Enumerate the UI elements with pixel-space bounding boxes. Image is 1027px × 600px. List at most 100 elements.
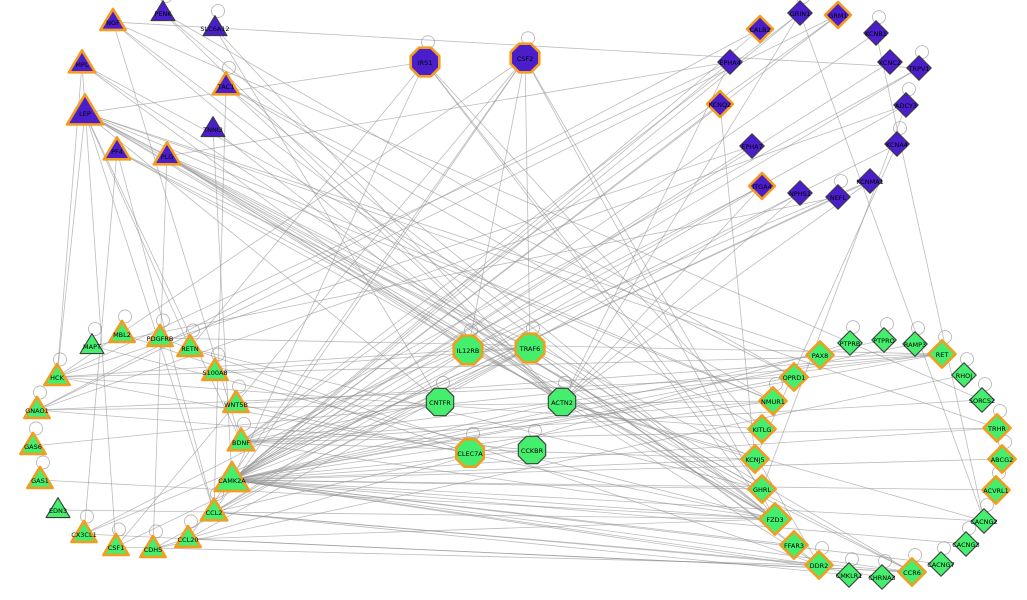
edge bbox=[57, 509, 776, 520]
edge bbox=[162, 12, 795, 378]
node-LEP[interactable] bbox=[65, 93, 105, 126]
node-KCNJ5[interactable] bbox=[740, 444, 770, 474]
node-CCL20[interactable] bbox=[174, 524, 202, 549]
node-HCK[interactable] bbox=[43, 362, 71, 387]
node-PDGFRB[interactable] bbox=[146, 323, 174, 348]
node-SLC6A12[interactable] bbox=[202, 15, 228, 37]
node-TAC1[interactable] bbox=[211, 71, 241, 96]
node-NEFL[interactable] bbox=[825, 184, 851, 210]
edge bbox=[213, 511, 850, 576]
node-label-GAS6: GAS6 bbox=[24, 443, 42, 451]
node-IRS1[interactable] bbox=[409, 46, 441, 78]
node-CACNG2[interactable] bbox=[971, 508, 997, 534]
edge bbox=[83, 185, 763, 535]
node-CDH5[interactable] bbox=[139, 534, 167, 559]
node-CX3CL1[interactable] bbox=[70, 519, 98, 544]
node-EDN3[interactable] bbox=[45, 497, 71, 519]
node-label-TAC1: TAC1 bbox=[217, 83, 234, 91]
node-CCKBR[interactable] bbox=[517, 435, 547, 465]
node-ITGA4[interactable] bbox=[747, 171, 777, 201]
node-TRHR[interactable] bbox=[982, 413, 1012, 443]
node-PENK[interactable] bbox=[150, 0, 176, 22]
node-RET[interactable] bbox=[927, 339, 957, 369]
node-FFAR3[interactable] bbox=[779, 530, 809, 560]
node-KCNC2[interactable] bbox=[877, 49, 903, 75]
edge bbox=[231, 343, 916, 481]
node-OPRD1[interactable] bbox=[779, 362, 809, 392]
node-PTPRO[interactable] bbox=[871, 327, 897, 353]
node-GRM1[interactable] bbox=[823, 0, 853, 30]
node-KITLG[interactable] bbox=[747, 414, 777, 444]
node-GNAO1[interactable] bbox=[23, 395, 51, 420]
node-KCNQ2[interactable] bbox=[705, 89, 735, 119]
node-ABCG2[interactable] bbox=[987, 444, 1017, 474]
node-CAMK2A[interactable] bbox=[213, 460, 251, 493]
node-SORCS2[interactable] bbox=[969, 387, 995, 413]
node-CALB2[interactable] bbox=[745, 14, 775, 44]
node-BDNF[interactable] bbox=[226, 427, 256, 452]
node-label-GRIN1: GRIN1 bbox=[790, 10, 810, 18]
node-GAS6[interactable] bbox=[19, 431, 47, 456]
node-TRAF6[interactable] bbox=[514, 332, 546, 364]
edge bbox=[231, 61, 731, 481]
node-label-SORCS2: SORCS2 bbox=[969, 397, 995, 405]
node-CSF1[interactable] bbox=[102, 532, 130, 557]
node-RETN[interactable] bbox=[176, 333, 204, 358]
node-NGF[interactable] bbox=[99, 7, 127, 32]
node-CNTFR[interactable] bbox=[425, 387, 455, 417]
edge bbox=[81, 63, 776, 520]
node-GRIN1[interactable] bbox=[787, 0, 813, 26]
node-WNT5B[interactable] bbox=[222, 389, 250, 414]
node-CSF2[interactable] bbox=[509, 42, 541, 74]
node-label-FZD3: FZD3 bbox=[766, 516, 783, 524]
node-PAX8[interactable] bbox=[805, 340, 835, 370]
edge bbox=[231, 61, 891, 481]
node-PLG[interactable] bbox=[152, 141, 182, 166]
node-MBL2[interactable] bbox=[108, 319, 136, 344]
node-TRPV1[interactable] bbox=[906, 55, 932, 81]
node-CACNG7[interactable] bbox=[928, 551, 954, 577]
node-EPHA4[interactable] bbox=[717, 49, 743, 75]
node-CCR6[interactable] bbox=[897, 557, 927, 587]
node-S100A8[interactable] bbox=[201, 357, 229, 382]
node-NMUR1[interactable] bbox=[758, 386, 788, 416]
node-DDR2[interactable] bbox=[804, 550, 834, 580]
node-CHRNA3[interactable] bbox=[869, 564, 895, 590]
node-PTPRB[interactable] bbox=[837, 330, 863, 356]
edge bbox=[84, 112, 774, 402]
edge bbox=[240, 441, 776, 520]
node-label-CHRNA3: CHRNA3 bbox=[868, 574, 895, 582]
edge bbox=[56, 57, 526, 378]
node-TNNI3[interactable] bbox=[200, 116, 226, 138]
node-ACTN2[interactable] bbox=[547, 387, 577, 417]
node-CCL2[interactable] bbox=[199, 497, 229, 522]
node-label-KCNQ2: KCNQ2 bbox=[709, 101, 732, 109]
edge bbox=[561, 12, 801, 403]
node-PF4[interactable] bbox=[102, 136, 132, 161]
node-MPL[interactable] bbox=[67, 49, 97, 74]
node-KCNMA1[interactable] bbox=[857, 168, 883, 194]
node-GAS1[interactable] bbox=[26, 465, 54, 490]
node-KCNA4[interactable] bbox=[884, 131, 910, 157]
node-CACNG3[interactable] bbox=[953, 531, 979, 557]
edge bbox=[187, 518, 776, 540]
node-RHOJ[interactable] bbox=[951, 362, 977, 388]
node-CMKLR1[interactable] bbox=[836, 562, 862, 588]
node-NPHS1[interactable] bbox=[787, 180, 813, 206]
node-KCNB1[interactable] bbox=[863, 20, 889, 46]
node-label-NPHS1: NPHS1 bbox=[789, 190, 811, 198]
node-RAMP3[interactable] bbox=[902, 331, 928, 357]
edge bbox=[524, 57, 531, 349]
node-label-CDH5: CDH5 bbox=[144, 546, 163, 554]
edge bbox=[240, 401, 441, 443]
edge bbox=[213, 511, 820, 566]
node-FZD3[interactable] bbox=[758, 502, 792, 536]
node-ACVRL1[interactable] bbox=[981, 475, 1011, 505]
node-GHRL[interactable] bbox=[747, 474, 777, 504]
node-MAPT[interactable] bbox=[79, 333, 105, 355]
node-IL12RB[interactable] bbox=[452, 334, 484, 366]
node-CLEC7A[interactable] bbox=[454, 437, 486, 469]
node-EPHA7[interactable] bbox=[739, 133, 765, 159]
node-ADCY3[interactable] bbox=[893, 92, 919, 118]
